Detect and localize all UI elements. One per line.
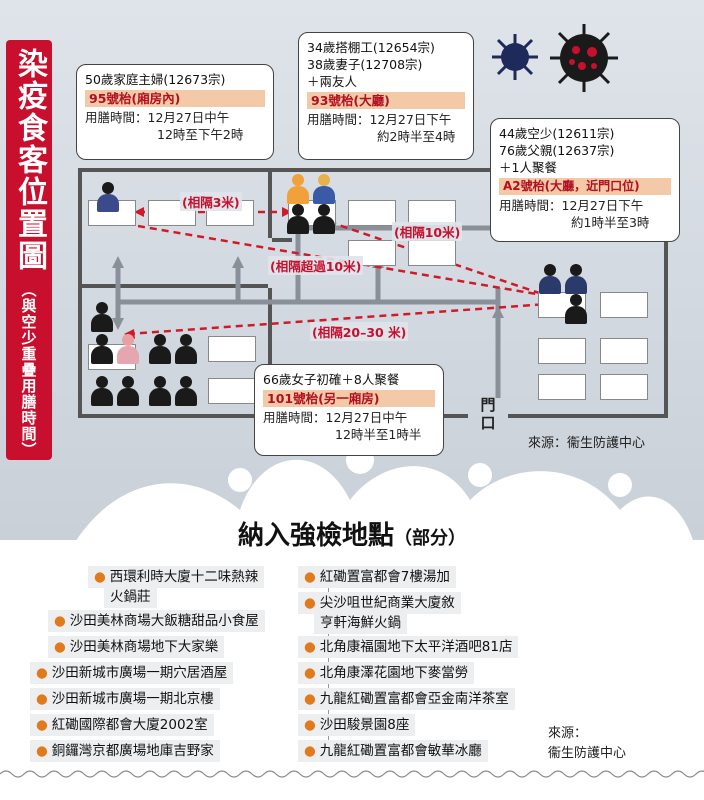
person-icon xyxy=(174,376,198,406)
list-item: ●西環利時大廈十二味熱辣 xyxy=(88,566,265,588)
virus-red-icon xyxy=(550,24,618,92)
door-label: 門口 xyxy=(480,396,496,432)
person-icon xyxy=(312,174,336,204)
person-icon xyxy=(564,264,588,294)
person-icon xyxy=(538,264,562,294)
person-icon xyxy=(286,174,310,204)
list-item: ●紅磡置富都會7樓湯加 xyxy=(298,566,456,588)
table xyxy=(408,200,456,226)
person-icon xyxy=(174,334,198,364)
callout-93-table: 93號枱(大廳) xyxy=(307,92,465,109)
callout-a2-line3: ＋1人聚餐 xyxy=(499,160,557,175)
callout-101-time2: 12時半至1時半 xyxy=(335,427,422,442)
person-icon xyxy=(148,334,172,364)
list-item: ●沙田美林商場地下大家樂 xyxy=(48,636,225,658)
callout-a2-table: A2號枱(大廳，近門口位) xyxy=(499,178,671,195)
table xyxy=(600,292,648,318)
side-title-main: 染疫食客位置圖 xyxy=(12,48,47,272)
callout-93-time1: 用膳時間：12月27日下午 xyxy=(307,112,452,127)
list-item: ●沙田駿景園8座 xyxy=(298,714,416,736)
callout-93-line3: ＋兩友人 xyxy=(307,74,358,89)
table xyxy=(538,374,586,400)
person-icon xyxy=(312,204,336,234)
list-title-sub: （部分） xyxy=(394,528,466,549)
person-icon xyxy=(116,376,140,406)
table-95 xyxy=(88,200,136,226)
callout-table-101: 66歲女子初確＋8人聚餐 101號枱(另一廂房) 用膳時間：12月27日中午 1… xyxy=(254,364,444,456)
person-icon xyxy=(286,204,310,234)
callout-93-line1: 34歲搭棚工(12654宗) xyxy=(307,40,435,55)
side-title-sub: （與空少重疊用膳時間） xyxy=(19,282,38,458)
distance-label-over-10m: (相隔超過10米) xyxy=(268,256,364,275)
callout-101-time1: 用膳時間：12月27日中午 xyxy=(263,410,408,425)
list-item: ●北角康澤花園地下麥當勞 xyxy=(298,662,475,684)
person-icon xyxy=(90,334,114,364)
person-icon xyxy=(564,294,588,324)
person-icon xyxy=(96,182,120,212)
callout-table-95: 50歲家庭主婦(12673宗) 95號枱(廂房內) 用膳時間：12月27日中午 … xyxy=(76,64,274,160)
person-icon xyxy=(148,376,172,406)
callout-95-line1: 50歲家庭主婦(12673宗) xyxy=(85,72,226,87)
person-icon xyxy=(90,376,114,406)
distance-label-10m: (相隔10米) xyxy=(392,222,463,241)
virus-blob-decoration xyxy=(60,446,700,570)
callout-table-93: 34歲搭棚工(12654宗) 38歲妻子(12708宗) ＋兩友人 93號枱(大… xyxy=(298,32,474,160)
callout-95-time1: 用膳時間：12月27日中午 xyxy=(85,110,230,125)
callout-table-a2: 44歲空少(12611宗) 76歲父親(12637宗) ＋1人聚餐 A2號枱(大… xyxy=(490,118,680,242)
list-item: ●尖沙咀世紀商業大廈敘 xyxy=(298,592,461,614)
callout-101-line1: 66歲女子初確＋8人聚餐 xyxy=(263,372,400,387)
virus-icon xyxy=(492,34,538,80)
callout-93-time2: 約2時半至4時 xyxy=(377,129,456,144)
person-icon xyxy=(116,334,140,364)
callout-a2-time2: 約1時半至3時 xyxy=(571,215,650,230)
table xyxy=(348,200,396,226)
callout-93-line2: 38歲妻子(12708宗) xyxy=(307,57,423,72)
source-label-list-2: 衞生防護中心 xyxy=(548,746,627,761)
list-item-cont: 亨軒海鮮火鍋 xyxy=(314,612,407,634)
column-divider xyxy=(328,566,329,756)
list-item: ●沙田新城市廣場一期北京樓 xyxy=(30,688,220,710)
list-item: ●銅鑼灣京都廣場地庫吉野家 xyxy=(30,740,220,762)
distance-label-20-30m: (相隔20–30 米) xyxy=(310,322,409,341)
distance-label-3m: (相隔3米) xyxy=(180,192,242,211)
callout-95-time2: 12時至下午2時 xyxy=(157,127,244,142)
list-item: ●九龍紅磡置富都會亞金南洋茶室 xyxy=(298,688,515,710)
source-label-list-1: 來源： xyxy=(548,726,588,741)
table xyxy=(538,338,586,364)
table xyxy=(208,378,256,404)
side-title-panel: 染疫食客位置圖 （與空少重疊用膳時間） xyxy=(6,40,52,460)
list-item-cont: 火鍋莊 xyxy=(104,586,157,608)
callout-a2-line1: 44歲空少(12611宗) xyxy=(499,126,615,141)
callout-101-table: 101號枱(另一廂房) xyxy=(263,390,435,407)
list-item: ●沙田新城市廣場一期穴居酒屋 xyxy=(30,662,234,684)
list-item: ●九龍紅磡置富都會敏華冰廳 xyxy=(298,740,488,762)
list-title-main: 納入強檢地點 xyxy=(237,521,394,551)
table xyxy=(600,338,648,364)
list-item: ●沙田美林商場大飯糖甜品小食屋 xyxy=(48,610,265,632)
person-icon xyxy=(90,302,114,332)
list-item: ●北角康福園地下太平洋酒吧81店 xyxy=(298,636,519,658)
source-label-map: 來源：衞生防護中心 xyxy=(528,436,646,451)
table xyxy=(208,336,256,362)
callout-95-table: 95號枱(廂房內) xyxy=(85,90,265,107)
table xyxy=(408,240,456,266)
callout-a2-time1: 用膳時間：12月27日下午 xyxy=(499,198,644,213)
wavy-divider xyxy=(0,770,704,778)
callout-a2-line2: 76歲父親(12637宗) xyxy=(499,143,615,158)
table xyxy=(600,374,648,400)
list-title: 納入強檢地點（部分） xyxy=(0,515,704,552)
list-item: ●紅磡國際都會大廈2002室 xyxy=(30,714,214,736)
